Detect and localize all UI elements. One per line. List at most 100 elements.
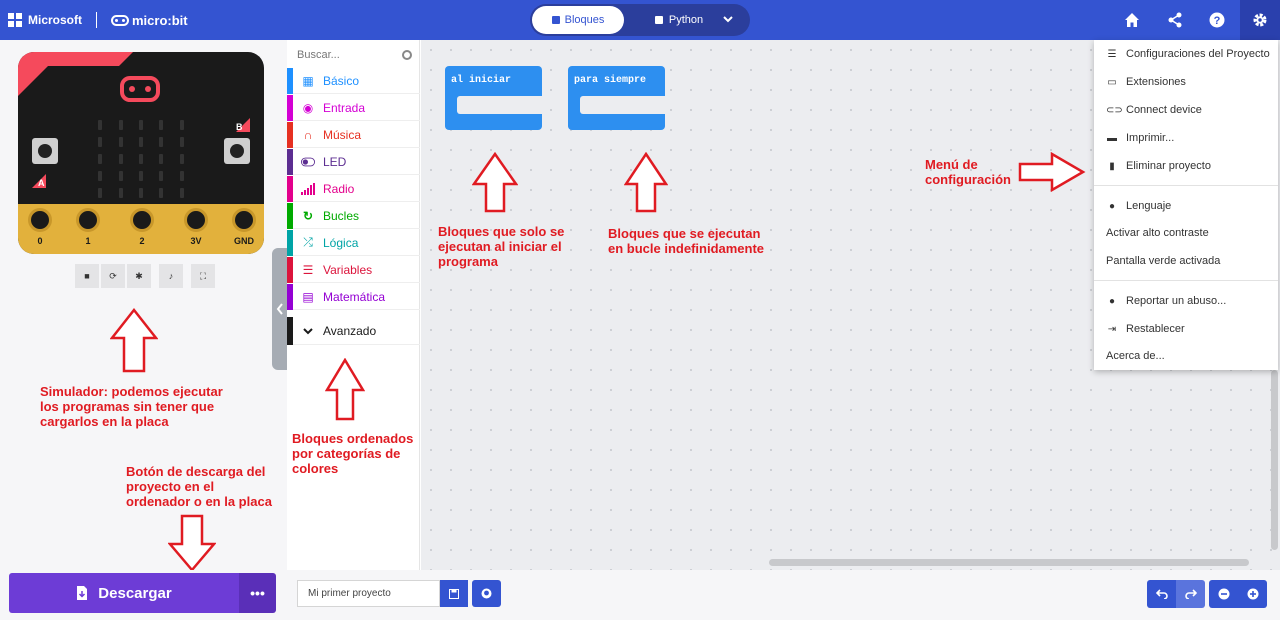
button-a-label: A <box>38 178 45 188</box>
github-button[interactable] <box>472 580 501 607</box>
undo-icon <box>1155 589 1168 599</box>
chevron-down-icon <box>301 324 315 338</box>
brand-logo[interactable]: Microsoft micro:bit <box>8 12 188 28</box>
debug-icon[interactable]: ✱ <box>127 264 151 288</box>
zoom-in-button[interactable] <box>1238 580 1267 608</box>
save-button[interactable] <box>440 580 468 607</box>
category-matematica[interactable]: ▤ Matemática <box>287 283 420 310</box>
label-b-marker <box>236 118 250 132</box>
note-boton-descarga: Botón de descarga del proyecto en el ord… <box>126 464 272 509</box>
chevron-left-icon <box>276 303 283 315</box>
shuffle-icon: ⤮ <box>303 235 313 249</box>
help-button[interactable]: ? <box>1197 0 1237 40</box>
horizontal-scrollbar[interactable] <box>769 559 1249 566</box>
zoom-out-button[interactable] <box>1209 580 1238 608</box>
menu-item-high-contrast[interactable]: Activar alto contraste <box>1106 227 1209 239</box>
download-more-button[interactable]: ••• <box>239 573 276 613</box>
menu-divider <box>1094 185 1278 186</box>
pin-2[interactable]: 2 <box>128 208 156 248</box>
microphone-icon <box>120 76 160 102</box>
editor-toggle: Bloques Python <box>530 4 750 36</box>
category-basico[interactable]: ▦ Básico <box>287 67 420 94</box>
python-icon <box>654 16 663 24</box>
arrow-up-simulator <box>110 308 158 373</box>
menu-item-extensions[interactable]: ▭ Extensiones <box>1107 76 1186 88</box>
microbit-board[interactable]: A B 0 1 2 3V GND <box>18 52 264 254</box>
puzzle-icon <box>551 16 560 24</box>
arrow-down-download <box>168 514 216 572</box>
category-led[interactable]: LED <box>287 148 420 175</box>
restart-icon[interactable]: ⟳ <box>101 264 125 288</box>
menu-item-delete-project[interactable]: ▮ Eliminar proyecto <box>1094 153 1278 179</box>
download-button[interactable]: Descargar <box>9 573 239 613</box>
project-name-input[interactable]: Mi primer proyecto <box>297 580 440 607</box>
tab-python[interactable]: Python <box>642 6 716 34</box>
headphones-icon: ∩ <box>303 127 313 142</box>
category-avanzado[interactable]: Avanzado <box>287 316 420 345</box>
pin-1[interactable]: 1 <box>74 208 102 248</box>
undo-button[interactable] <box>1147 580 1176 608</box>
simulator-panel: A B 0 1 2 3V GND ■ ⟳ ✱ ♪ ⛶ <box>0 40 287 570</box>
help-icon: ? <box>1209 12 1225 28</box>
target-icon: ◉ <box>302 100 314 115</box>
arrow-up-on-start <box>472 152 518 213</box>
tab-blocks[interactable]: Bloques <box>532 6 624 34</box>
pin-3v: 3V <box>182 208 210 248</box>
menu-divider <box>1094 280 1278 281</box>
settings-button[interactable] <box>1240 0 1280 40</box>
chevron-down-icon <box>723 16 733 23</box>
edge-connector: 0 1 2 3V GND <box>18 204 264 254</box>
menu-item-connect-device[interactable]: ⊂⊃ Connect device <box>1106 104 1202 116</box>
menu-item-reset[interactable]: ⇥ Restablecer <box>1107 323 1185 335</box>
menu-item-print[interactable]: ▬ Imprimir... <box>1107 132 1175 144</box>
category-variables[interactable]: ☰ Variables <box>287 256 420 283</box>
menu-item-project-settings[interactable]: ☰ Configuraciones del Proyecto <box>1107 48 1270 60</box>
category-bucles[interactable]: ↻ Bucles <box>287 202 420 229</box>
search-icon <box>402 50 412 60</box>
download-file-icon <box>77 586 88 600</box>
block-on-start[interactable]: al iniciar <box>445 66 542 130</box>
note-bloques-categorias: Bloques ordenados por categorías de colo… <box>292 431 414 476</box>
category-logica[interactable]: ⤮ Lógica <box>287 229 420 256</box>
menu-item-green-screen[interactable]: Pantalla verde activada <box>1106 255 1221 267</box>
zoom-in-icon <box>1247 588 1258 600</box>
settings-menu: ☰ Configuraciones del Proyecto ▭ Extensi… <box>1094 40 1278 370</box>
sliders-icon: ☰ <box>1107 48 1117 60</box>
grid-icon: ▦ <box>302 73 314 88</box>
microsoft-label: Microsoft <box>28 13 82 27</box>
label-a-marker <box>32 174 46 188</box>
save-icon <box>449 588 459 599</box>
language-dropdown[interactable] <box>722 13 734 28</box>
block-on-start-label: al iniciar <box>451 75 512 86</box>
github-icon <box>481 588 492 599</box>
home-button[interactable] <box>1112 0 1152 40</box>
category-radio[interactable]: Radio <box>287 175 420 202</box>
tab-python-label: Python <box>668 14 704 26</box>
vertical-scrollbar[interactable] <box>1271 370 1278 550</box>
gear-icon <box>1253 13 1267 27</box>
search-placeholder: Buscar... <box>297 49 340 61</box>
globe-icon: ● <box>1108 200 1116 212</box>
category-musica[interactable]: ∩ Música <box>287 121 420 148</box>
simulator-controls: ■ ⟳ ✱ ♪ ⛶ <box>75 264 215 288</box>
sound-icon[interactable]: ♪ <box>159 264 183 288</box>
collapse-simulator-tab[interactable] <box>272 248 287 370</box>
button-b-label: B <box>236 122 243 132</box>
button-a[interactable] <box>32 138 58 164</box>
menu-item-report-abuse[interactable]: ● Reportar un abuso... <box>1094 288 1278 314</box>
button-b[interactable] <box>224 138 250 164</box>
fullscreen-icon[interactable]: ⛶ <box>191 264 215 288</box>
toolbox-search[interactable]: Buscar... <box>287 40 420 70</box>
stop-icon[interactable]: ■ <box>75 264 99 288</box>
menu-item-about[interactable]: Acerca de... <box>1106 350 1165 362</box>
share-button[interactable] <box>1155 0 1195 40</box>
toggle-icon <box>301 155 315 169</box>
pin-gnd: GND <box>230 208 258 248</box>
redo-button[interactable] <box>1176 580 1205 608</box>
block-forever[interactable]: para siempre <box>568 66 665 130</box>
note-menu-config: Menú de configuración <box>925 157 1011 187</box>
menu-item-language[interactable]: ● Lenguaje <box>1094 193 1278 219</box>
microbit-label: micro:bit <box>132 12 188 28</box>
category-entrada[interactable]: ◉ Entrada <box>287 94 420 121</box>
pin-0[interactable]: 0 <box>26 208 54 248</box>
